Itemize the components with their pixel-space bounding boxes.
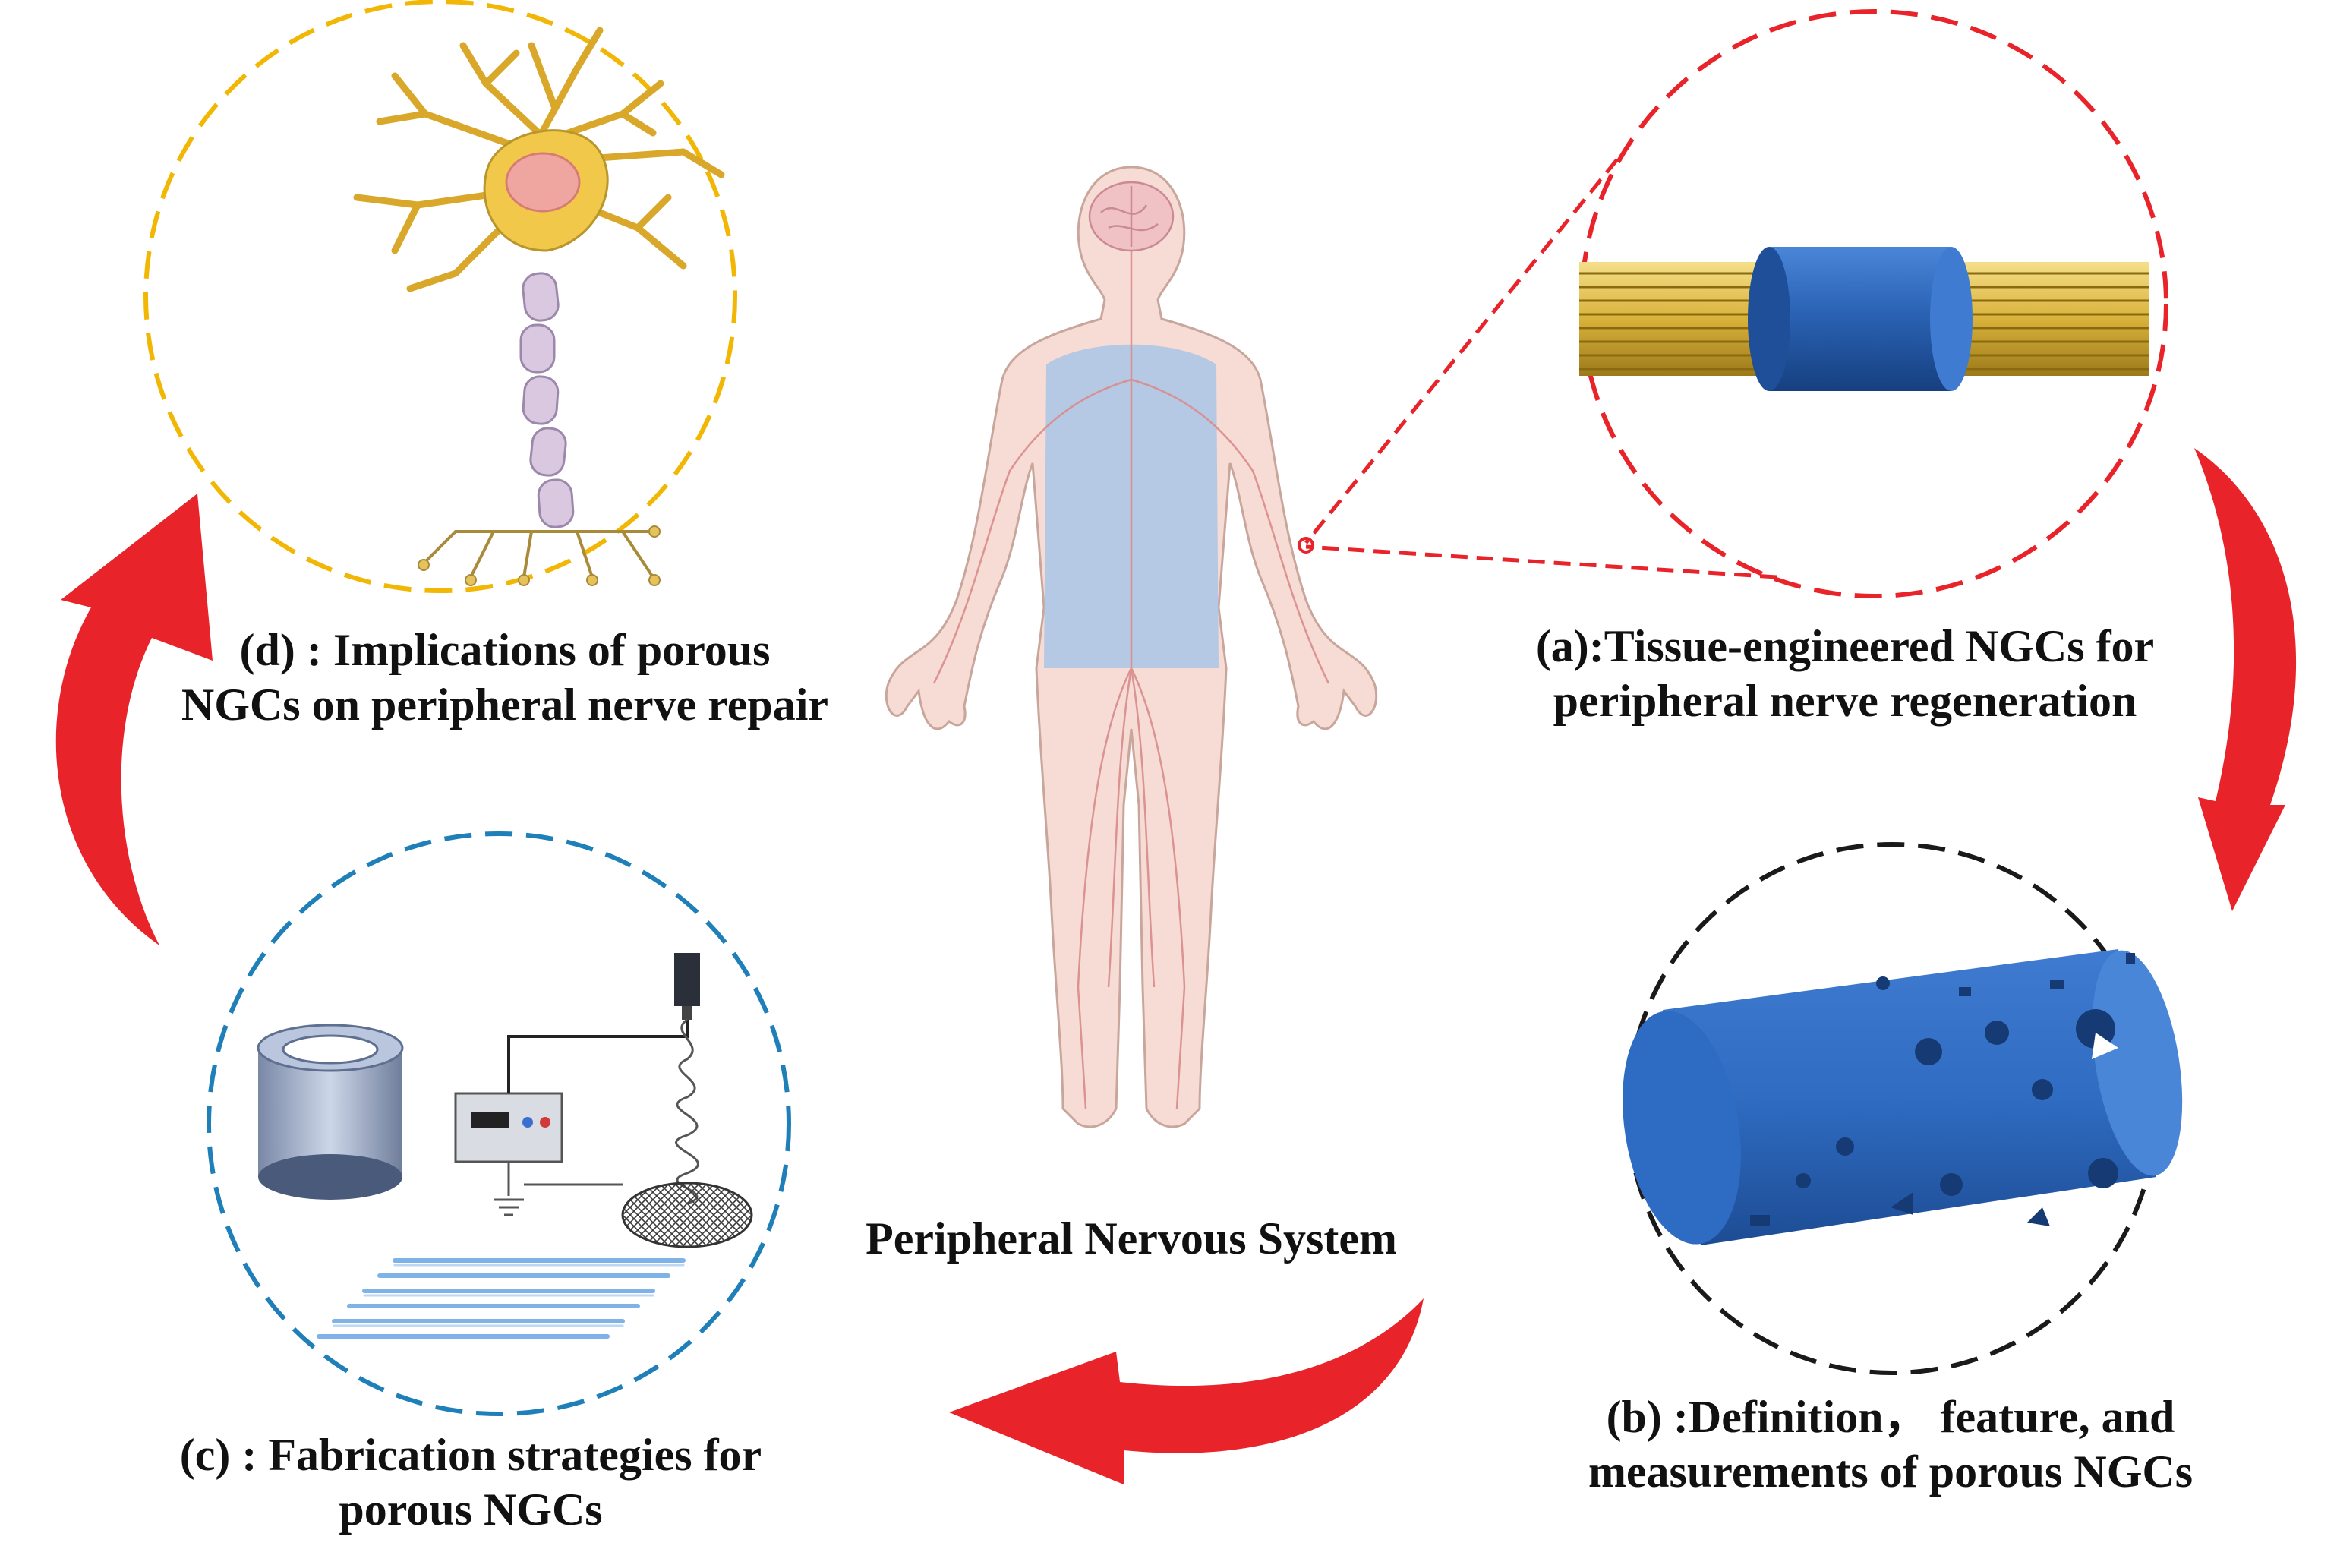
polymer-jet (675, 1018, 699, 1205)
panel-c-illustration (207, 831, 791, 1416)
panel-d-illustration (144, 0, 737, 593)
panel-c-line1: (c) : Fabrication strategies for (179, 1430, 762, 1480)
axon-terminals (418, 525, 661, 586)
zoom-line-top (1304, 158, 1619, 544)
arrow-a-to-b (2194, 448, 2297, 911)
panel-d-circle (144, 0, 737, 593)
center-label: Peripheral Nervous System (866, 1213, 1397, 1264)
arrow-c-to-d (55, 494, 213, 945)
zoom-line-bottom (1305, 544, 1777, 579)
ngc-sleeve (1748, 247, 1973, 391)
pore-highlight (2092, 1033, 2118, 1059)
panel-b-illustration (1623, 842, 2183, 1375)
neuron-nucleus (505, 152, 581, 213)
porous-tube (1623, 949, 2183, 1245)
arrow-b-to-c (949, 1298, 1424, 1484)
aligned-fiber-mat (317, 1258, 686, 1339)
caption-panel-b: (b) :Definition， feature, and measuremen… (1488, 1390, 2293, 1499)
zoom-origin (1298, 537, 1314, 554)
hollow-cylinder (257, 1024, 404, 1200)
panel-d-line1: (d) : Implications of porous (239, 625, 771, 675)
panel-b-line2: measurements of porous NGCs (1588, 1447, 2194, 1497)
caption-panel-d: (d) : Implications of porous NGCs on per… (106, 623, 904, 732)
fiber-collector (621, 1182, 753, 1248)
panel-a-line2: peripheral nerve regeneration (1553, 676, 2137, 726)
panel-b-line1: (b) :Definition， feature, and (1606, 1392, 2175, 1442)
caption-panel-a: (a):Tissue-engineered NGCs for periphera… (1427, 619, 2263, 728)
nerve-lines (932, 228, 1330, 1109)
caption-center: Peripheral Nervous System (828, 1211, 1435, 1266)
caption-panel-c: (c) : Fabrication strategies for porous … (91, 1428, 850, 1537)
neuron-icon (353, 27, 725, 292)
panel-c-line2: porous NGCs (339, 1484, 603, 1535)
cycle-arrows (55, 448, 2297, 1484)
spinneret-nozzle (674, 953, 700, 1006)
human-body-back-view (885, 166, 1378, 1128)
panel-a-illustration (1298, 9, 2168, 598)
panel-d-line2: NGCs on peripheral nerve repair (181, 680, 829, 730)
panel-a-line1: (a):Tissue-engineered NGCs for (1535, 621, 2155, 671)
electrospinning-setup (454, 953, 753, 1248)
panel-c-circle (207, 831, 791, 1416)
pores (1750, 953, 2135, 1226)
axon-myelin (519, 272, 575, 528)
brain-icon (1088, 181, 1175, 252)
